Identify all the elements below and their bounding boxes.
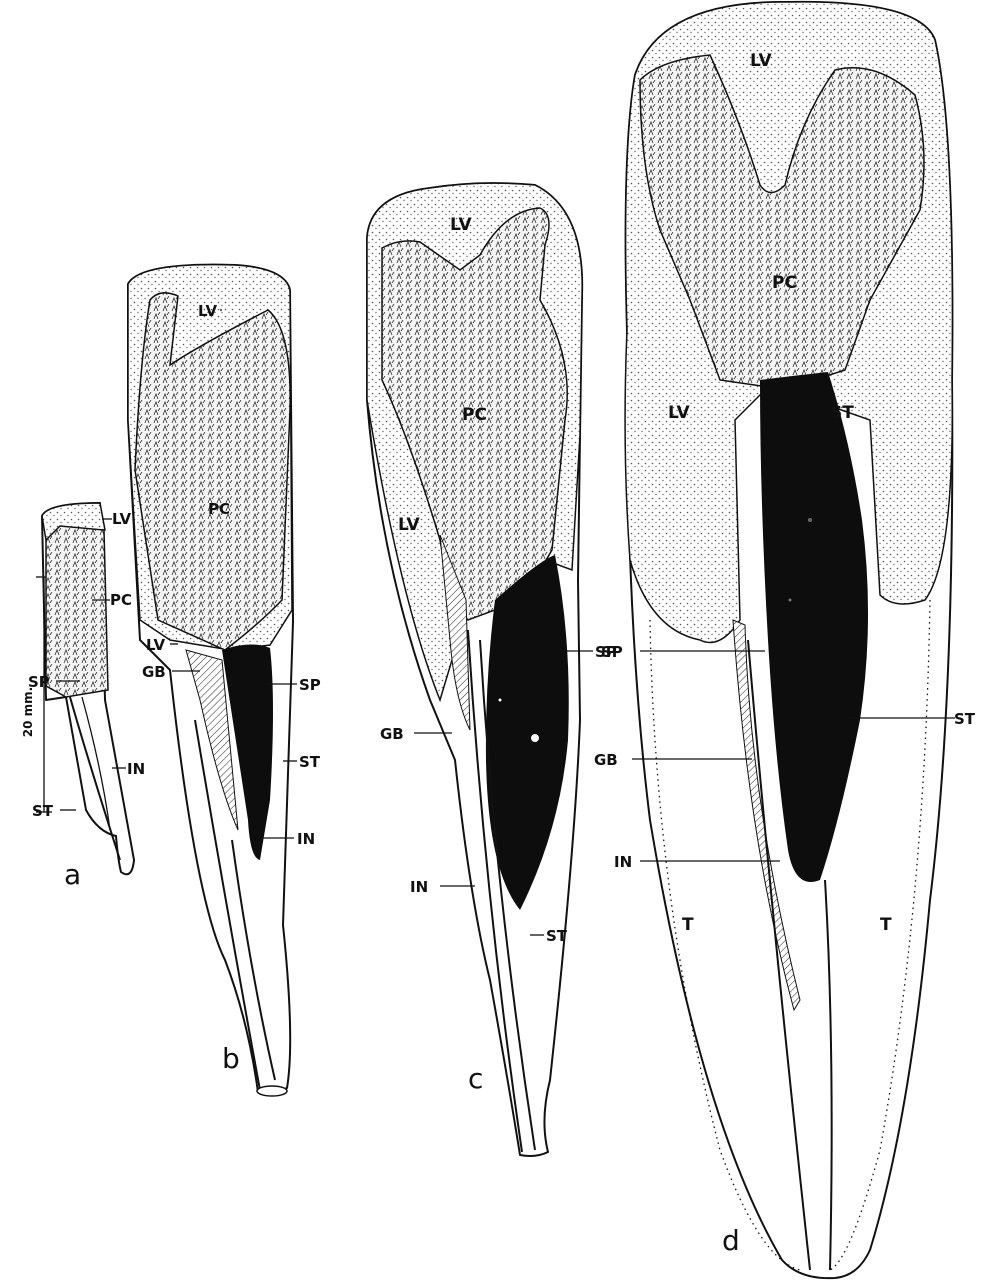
- panel-a-label-lv: LV: [112, 510, 131, 528]
- panel-a-label-in: IN: [127, 760, 145, 778]
- panel-d-label-gb: GB: [594, 751, 618, 769]
- panel-d-label-lv: LV: [750, 51, 772, 71]
- panel-d-label-lv2: LV: [668, 403, 690, 423]
- panel-b-label-lv: LV: [198, 302, 217, 320]
- panel-b: LV PC LV GB SP ST IN b: [128, 265, 321, 1096]
- panel-b-label-pc: PC: [208, 500, 230, 518]
- panel-c-label-lv2: LV: [398, 515, 420, 535]
- scale-bar-label: 20 mm.: [21, 687, 35, 737]
- panel-d-label-pc: PC: [772, 273, 797, 293]
- panel-d-label-st: ST: [830, 403, 854, 423]
- panel-d-label-sp: SP: [601, 643, 623, 661]
- panel-c-label-lv: LV: [450, 215, 472, 235]
- panel-d-label-t-right: T: [880, 915, 892, 935]
- panel-c-label-gb: GB: [380, 725, 404, 743]
- panel-b-label-st: ST: [299, 753, 321, 771]
- panel-c-label-pc: PC: [462, 405, 487, 425]
- panel-b-label-lv2: LV: [146, 636, 165, 654]
- panel-c-label-in: IN: [410, 878, 428, 896]
- panel-d-spleen: [760, 372, 868, 882]
- panel-a: LV PC SP IN ST a: [28, 503, 145, 891]
- panel-a-intestine: [70, 697, 120, 860]
- panel-a-hepatic-cecum: [46, 526, 108, 697]
- panel-d-letter: d: [722, 1224, 740, 1257]
- panel-a-label-pc: PC: [110, 591, 132, 609]
- panel-d-label-st2: ST: [954, 710, 976, 728]
- panel-d: LV PC LV ST SP ST GB IN T T d: [594, 2, 976, 1278]
- panel-a-label-sp: SP: [28, 673, 50, 691]
- panel-b-letter: b: [222, 1042, 240, 1075]
- panel-a-label-st: ST: [32, 802, 54, 820]
- panel-c-label-st: ST: [546, 927, 568, 945]
- panel-b-hepatic-cecum: [135, 293, 290, 650]
- panel-b-label-sp: SP: [299, 676, 321, 694]
- panel-c: LV PC LV SP GB IN ST c: [367, 183, 617, 1156]
- panel-a-letter: a: [64, 858, 81, 891]
- panel-b-label-gb: GB: [142, 663, 166, 681]
- panel-c-letter: c: [468, 1062, 483, 1095]
- panel-d-label-t-left: T: [682, 915, 694, 935]
- panel-d-label-in: IN: [614, 853, 632, 871]
- panel-b-label-in: IN: [297, 830, 315, 848]
